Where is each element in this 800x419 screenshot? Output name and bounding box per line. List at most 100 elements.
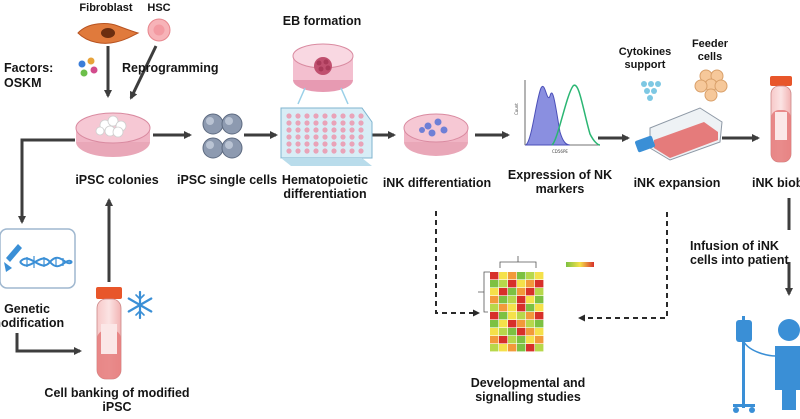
arrow-to-banking [15,333,82,355]
heatmap-cell [490,312,499,320]
hsc-cell-icon [147,18,171,42]
well [340,120,346,126]
well [304,148,310,154]
well [286,141,292,147]
heatmap-cell [517,344,526,352]
biobank-tube-icon [770,76,792,163]
well-plate-icon [280,107,373,166]
culture-flask-icon [635,107,723,161]
eb-dish-icon [292,43,354,105]
well [340,127,346,133]
reprogramming-label: Reprogramming [122,61,219,75]
heatmap-cell [490,304,499,312]
heatmap-cell [517,328,526,336]
heatmap-cell [526,280,535,288]
well [313,148,319,154]
heatmap-cell [517,304,526,312]
heatmap-cell [535,312,544,320]
heatmap-cell [508,336,517,344]
well [313,113,319,119]
well [358,141,364,147]
flow-cytometry-histogram: Count CD56PE [514,80,601,154]
ink-dish-icon [403,113,469,156]
well [295,141,301,147]
petri-dish-icon [75,112,151,157]
well [313,141,319,147]
heatmap-cell [526,336,535,344]
well [322,141,328,147]
heatmap-cell [517,320,526,328]
heatmap-cell [499,296,508,304]
banking-label-2: iPSC [102,400,132,414]
well [340,148,346,154]
fibroblast-cell-icon [77,23,140,44]
arrow-to-genetic [18,138,75,224]
ink-expansion-label: iNK expansion [633,176,721,190]
well [331,113,337,119]
well [358,148,364,154]
well [349,120,355,126]
ipsc-single-cells-label: iPSC single cells [176,173,278,187]
well [304,134,310,140]
heatmap-cell [499,328,508,336]
well [340,134,346,140]
developmental-label-1: Developmental and [470,376,586,390]
well [286,134,292,140]
banking-label-1: Cell banking of modified [44,386,190,400]
well [313,120,319,126]
heatmap-cell [535,272,544,280]
svg-text:Count: Count [514,103,519,115]
factors-label: Factors: [4,61,54,75]
expression-label-2: markers [535,182,585,196]
well [340,141,346,147]
well [331,134,337,140]
well [286,127,292,133]
eb-formation-label: EB formation [282,14,362,28]
heatmap-cell [499,272,508,280]
oskm-label: OSKM [4,76,42,90]
snowflake-icon [127,290,153,320]
well [295,148,301,154]
heatmap-cell [490,328,499,336]
heatmap-cell [535,336,544,344]
feeder-label-1: Feeder [691,38,729,50]
well [349,113,355,119]
svg-text:CD56PE: CD56PE [552,149,568,154]
hsc-arrow [129,45,158,100]
heatmap-cell [508,320,517,328]
hematopoietic-label-2: differentiation [283,187,367,201]
heatmap-cell [517,312,526,320]
well [313,127,319,133]
heatmap-cell [526,328,535,336]
heatmap-cell [517,288,526,296]
genetic-box [0,228,76,289]
heatmap-cell [490,296,499,304]
heatmap-cell [535,328,544,336]
dna-icon [4,244,73,272]
well [295,113,301,119]
well [349,134,355,140]
heatmap-cell [517,280,526,288]
well [322,113,328,119]
dashed-arrow-ink-to-heatmap [435,211,480,317]
developmental-label-2: signalling studies [475,390,581,404]
heatmap-cell [508,304,517,312]
heatmap-cell [508,344,517,352]
cryo-tube-icon [96,287,122,380]
infusion-label-1: Infusion of iNK [690,239,779,253]
heatmap-cell [490,272,499,280]
well [313,134,319,140]
heatmap-cell [490,336,499,344]
heatmap-cell [499,320,508,328]
heatmap-cell [508,312,517,320]
well [358,127,364,133]
heatmap-cell [535,288,544,296]
heatmap-cell [508,296,517,304]
well [295,120,301,126]
well [322,120,328,126]
heatmap-cell [526,272,535,280]
well [349,127,355,133]
heatmap-cell [499,336,508,344]
